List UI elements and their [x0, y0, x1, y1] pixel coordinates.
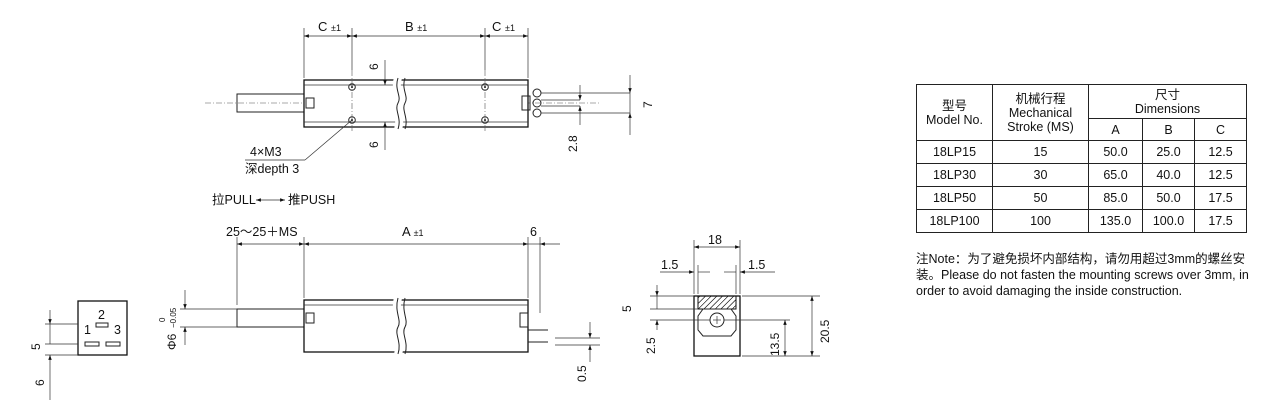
- top-body: [303, 79, 529, 128]
- row-b: 25.0: [1142, 140, 1195, 164]
- header-col-b: B: [1142, 118, 1195, 141]
- pull-label: 拉PULL: [212, 192, 256, 207]
- stroke-range-label: 25～25＋MS: [226, 225, 298, 239]
- dim-a-label: A ±1: [402, 224, 424, 239]
- top-dim-6-lower: 6: [367, 141, 381, 148]
- end-dim-18: 18: [708, 233, 722, 247]
- phi6-label: Φ6: [165, 333, 179, 350]
- push-label: 推PUSH: [288, 193, 335, 207]
- connector-pin-1: 1: [84, 323, 91, 337]
- row-c: 17.5: [1194, 209, 1247, 233]
- thread-spec-line1: 4×M3: [250, 145, 282, 159]
- header-dimensions: 尺寸 Dimensions: [1088, 84, 1247, 119]
- row-c: 12.5: [1194, 140, 1247, 164]
- row-model: 18LP50: [916, 186, 993, 210]
- row-model: 18LP15: [916, 140, 993, 164]
- row-b: 40.0: [1142, 163, 1195, 187]
- row-b: 50.0: [1142, 186, 1195, 210]
- row-b: 100.0: [1142, 209, 1195, 233]
- table-row: 18LP100 100 135.0 100.0 17.5: [916, 209, 1247, 233]
- dim-c-left-label: C ±1: [318, 19, 341, 34]
- side-view: 25～25＋MS A ±1 6 Φ6 0 −0.05 0.5: [158, 224, 600, 382]
- dimension-table: 型号 Model No. 机械行程 Mechanical Stroke (MS)…: [916, 84, 1247, 233]
- end-dim-5: 5: [620, 305, 634, 312]
- end-dim-20-5: 20.5: [818, 319, 832, 343]
- pull-push-indicator: 拉PULL 推PUSH: [212, 192, 335, 207]
- thread-spec-line2: 深depth 3: [245, 162, 299, 176]
- top-view: C ±1 B ±1 C ±1 6 6 7 2.8 4×M3 深depth 3: [205, 19, 655, 176]
- connector-view: 2 1 3 5 6: [29, 300, 128, 400]
- table-row: 18LP30 30 65.0 40.0 12.5: [916, 163, 1247, 187]
- connector-dim-6: 6: [33, 379, 47, 386]
- end-dim-2-5: 2.5: [644, 337, 658, 354]
- row-stroke: 50: [992, 186, 1089, 210]
- phi6-tol-lower: −0.05: [169, 307, 178, 328]
- end-view: 18 1.5 1.5 5 2.5 13.5 20.5: [620, 233, 832, 357]
- row-c: 12.5: [1194, 163, 1247, 187]
- table-row: 18LP15 15 50.0 25.0 12.5: [916, 140, 1247, 164]
- dim-b-label: B ±1: [405, 19, 427, 34]
- header-stroke: 机械行程 Mechanical Stroke (MS): [992, 84, 1089, 141]
- side-dim-6: 6: [530, 225, 537, 239]
- top-dim-7: 7: [641, 101, 655, 108]
- connector-pin-2: 2: [98, 308, 105, 322]
- side-body: [303, 299, 529, 353]
- row-stroke: 100: [992, 209, 1089, 233]
- row-stroke: 15: [992, 140, 1089, 164]
- end-dim-1-5-left: 1.5: [661, 258, 678, 272]
- end-dim-1-5-right: 1.5: [748, 258, 765, 272]
- row-a: 135.0: [1088, 209, 1143, 233]
- dim-c-right-label: C ±1: [492, 19, 515, 34]
- table-row: 18LP50 50 85.0 50.0 17.5: [916, 186, 1247, 210]
- top-dim-6-upper: 6: [367, 63, 381, 70]
- row-a: 65.0: [1088, 163, 1143, 187]
- header-col-a: A: [1088, 118, 1143, 141]
- row-a: 85.0: [1088, 186, 1143, 210]
- connector-pin-3: 3: [114, 323, 121, 337]
- row-model: 18LP100: [916, 209, 993, 233]
- row-stroke: 30: [992, 163, 1089, 187]
- header-model: 型号 Model No.: [916, 84, 993, 141]
- row-c: 17.5: [1194, 186, 1247, 210]
- phi6-tol-upper: 0: [158, 317, 167, 322]
- row-a: 50.0: [1088, 140, 1143, 164]
- side-dim-0-5: 0.5: [575, 365, 589, 382]
- row-model: 18LP30: [916, 163, 993, 187]
- end-dim-13-5: 13.5: [768, 332, 782, 356]
- top-dim-2-8: 2.8: [566, 135, 580, 152]
- side-shaft: [236, 308, 306, 328]
- connector-dim-5: 5: [29, 343, 43, 350]
- header-col-c: C: [1194, 118, 1247, 141]
- installation-note: 注Note：为了避免损坏内部结构，请勿用超过3mm的螺丝安装。Please do…: [916, 252, 1249, 298]
